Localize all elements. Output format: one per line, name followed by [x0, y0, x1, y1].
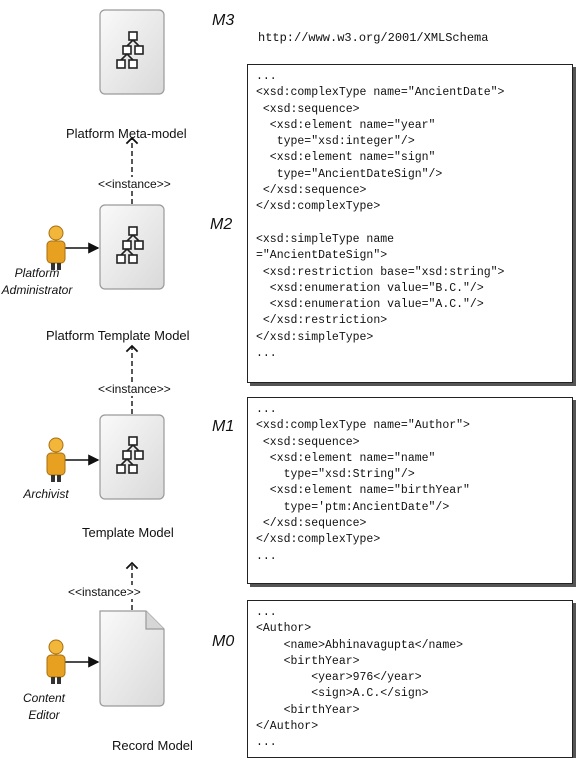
code-line: <xsd:element name="year" [256, 118, 436, 132]
code-line: ... [256, 403, 277, 416]
code-line: </xsd:sequence> [256, 184, 367, 198]
m1-xsd-code-box: ... <xsd:complexType name="Author"> <xsd:… [247, 397, 573, 584]
code-line: type="xsd:integer"/> [256, 135, 415, 149]
code-line: ... [256, 736, 277, 750]
platform-template-model-label: Platform Template Model [46, 328, 190, 343]
instance-label-m0: <<instance>> [66, 585, 143, 599]
code-line [256, 216, 566, 232]
code-line: ="AncientDateSign"> [256, 249, 388, 263]
m1-xsd-code: ... <xsd:complexType name="Author"> <xsd:… [256, 402, 566, 565]
code-line: <birthYear> [256, 654, 360, 668]
m0-xml-code: ... <Author> <name>Abhinavagupta</name> <… [256, 605, 566, 752]
code-line: <xsd:restriction base="xsd:string"> [256, 265, 505, 279]
code-line: </xsd:complexType> [256, 200, 381, 214]
code-line: type='ptm:AncientDate"/> [256, 500, 450, 514]
code-line: <xsd:element name="birthYear" [256, 484, 470, 498]
archivist-person-icon [46, 437, 66, 482]
instance-label-m2: <<instance>> [96, 177, 173, 191]
code-line: </Author> [256, 720, 319, 734]
level-m1-label: M1 [212, 418, 235, 435]
code-line: </xsd:restriction> [256, 314, 388, 328]
code-line: <xsd:element name="sign" [256, 151, 436, 165]
code-line: </xsd:simpleType> [256, 330, 374, 344]
code-line: <xsd:complexType name="AncientDate"> [256, 86, 505, 100]
template-document-icon [99, 414, 165, 500]
code-line: <xsd:simpleType name [256, 232, 395, 246]
code-line: </xsd:complexType> [256, 533, 381, 547]
code-line: <xsd:sequence> [256, 102, 360, 116]
code-line: <xsd:sequence> [256, 435, 360, 449]
meta-model-document-icon [99, 9, 165, 95]
platform-template-document-icon [99, 204, 165, 290]
code-line: type="AncientDateSign"/> [256, 167, 443, 181]
level-m0-label: M0 [212, 633, 235, 650]
code-line: type="xsd:String"/> [256, 468, 415, 482]
code-line: <birthYear> [256, 703, 360, 717]
code-line: <year>976</year> [256, 671, 422, 685]
code-line: <xsd:enumeration value="A.C."/> [256, 298, 484, 312]
code-line: ... [256, 70, 277, 83]
m0-xml-code-box: ... <Author> <name>Abhinavagupta</name> <… [247, 600, 573, 758]
content-editor-label-line1: Content [22, 691, 66, 705]
code-line: <sign>A.C.</sign> [256, 687, 429, 701]
code-line: <xsd:enumeration value="B.C."/> [256, 281, 484, 295]
m2-xsd-code-box: ...<xsd:complexType name="AncientDate"> … [247, 64, 573, 383]
code-line: ... [256, 606, 277, 619]
schema-url: http://www.w3.org/2001/XMLSchema [258, 31, 489, 45]
code-line: <name>Abhinavagupta</name> [256, 638, 464, 652]
code-line: <xsd:complexType name="Author"> [256, 419, 470, 433]
level-m2-label: M2 [210, 216, 233, 233]
code-line: </xsd:sequence> [256, 517, 367, 531]
platform-administrator-label: Platform Administrator [0, 265, 74, 299]
record-document-icon [99, 610, 165, 707]
code-line: <xsd:element name="name" [256, 451, 436, 465]
template-model-label: Template Model [82, 525, 174, 540]
platform-administrator-label-line1: Platform [14, 266, 60, 280]
platform-administrator-label-line2: Administrator [1, 283, 73, 297]
level-m3-label: M3 [212, 12, 235, 29]
platform-administrator-person-icon [46, 225, 66, 270]
content-editor-label: Content Editor [14, 690, 74, 724]
archivist-label: Archivist [23, 487, 69, 501]
content-editor-label-line2: Editor [28, 708, 60, 722]
code-line: ... [256, 347, 277, 361]
record-model-label: Record Model [112, 738, 193, 753]
content-editor-person-icon [46, 639, 66, 684]
m2-xsd-code: ...<xsd:complexType name="AncientDate"> … [256, 69, 566, 362]
instance-label-m1: <<instance>> [96, 382, 173, 396]
code-line: ... [256, 549, 277, 563]
platform-meta-model-label: Platform Meta-model [66, 126, 187, 141]
code-line: <Author> [256, 622, 312, 636]
